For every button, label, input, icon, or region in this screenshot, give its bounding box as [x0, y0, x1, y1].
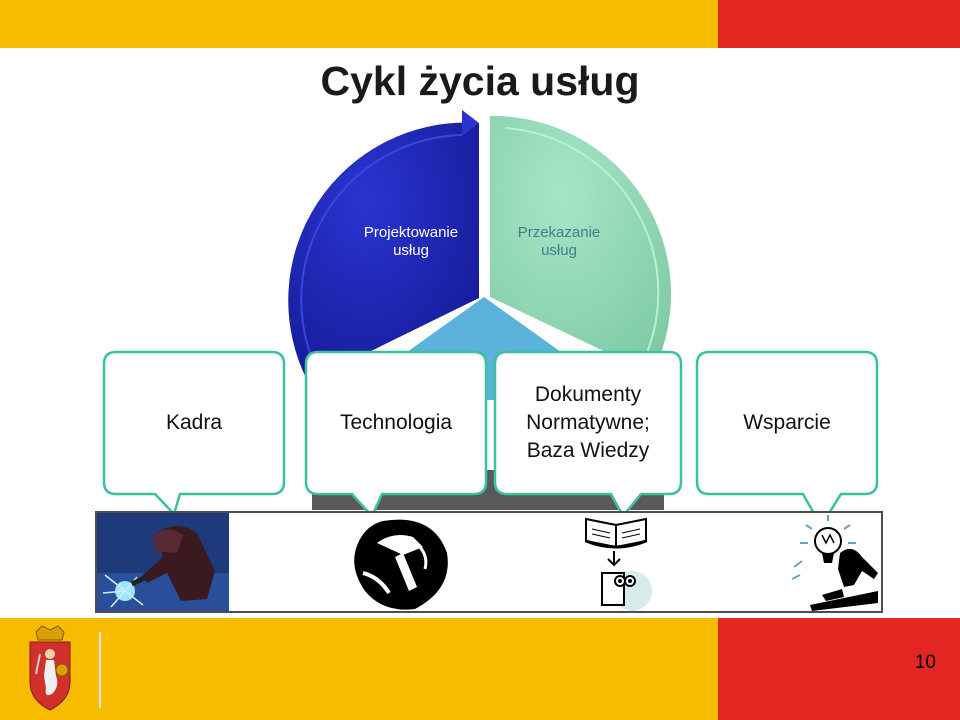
- callout-dokumenty-line3: Baza Wiedzy: [526, 439, 650, 462]
- callout-dokumenty: [493, 350, 683, 519]
- lightbulb-person-icon: [791, 515, 878, 611]
- cycle-segment-design-inner-arc: [300, 134, 463, 381]
- segment-label-transition-line2: usług: [541, 242, 577, 259]
- segment-label-transition-line1: Przekazanie: [517, 224, 601, 241]
- segment-label-design-line2: usług: [393, 242, 429, 259]
- callout-technologia: [304, 350, 488, 519]
- callout-kadra: [102, 350, 286, 517]
- bottom-bar-yellow: [0, 618, 718, 720]
- callout-technologia-text: Technologia: [339, 411, 453, 434]
- callout-kadra-text: Kadra: [165, 411, 223, 434]
- book-reader-icon: [585, 517, 652, 611]
- callout-wsparcie: [695, 350, 879, 529]
- callout-wsparcie-text: Wsparcie: [743, 411, 831, 434]
- cycle-segment-design: [288, 122, 479, 382]
- bottom-bar-red: [718, 618, 960, 720]
- top-bar-yellow: [0, 0, 718, 48]
- warsaw-coat-of-arms-icon: [29, 625, 71, 711]
- cycle-segment-transition-inner-arc: [504, 127, 660, 369]
- callout-dokumenty-line2: Normatywne;: [526, 411, 650, 434]
- top-bar-red: [718, 0, 960, 48]
- footer-divider: [99, 632, 101, 708]
- cycle-arrow-design: [462, 110, 479, 136]
- callout-dokumenty-line1: Dokumenty: [534, 383, 642, 406]
- segment-label-transition: Przekazanie usług: [498, 224, 620, 260]
- hammer-icon: [354, 519, 448, 610]
- page-number: 10: [914, 652, 936, 673]
- slide-title: Cykl życia usług: [320, 58, 640, 104]
- welder-icon: [97, 513, 229, 611]
- segment-label-design-line1: Projektowanie: [363, 224, 459, 241]
- cycle-segment-transition: [490, 115, 672, 374]
- segment-label-design: Projektowanie usług: [350, 224, 472, 260]
- callout-dokumenty-text: Dokumenty Normatywne; Baza Wiedzy: [495, 352, 681, 494]
